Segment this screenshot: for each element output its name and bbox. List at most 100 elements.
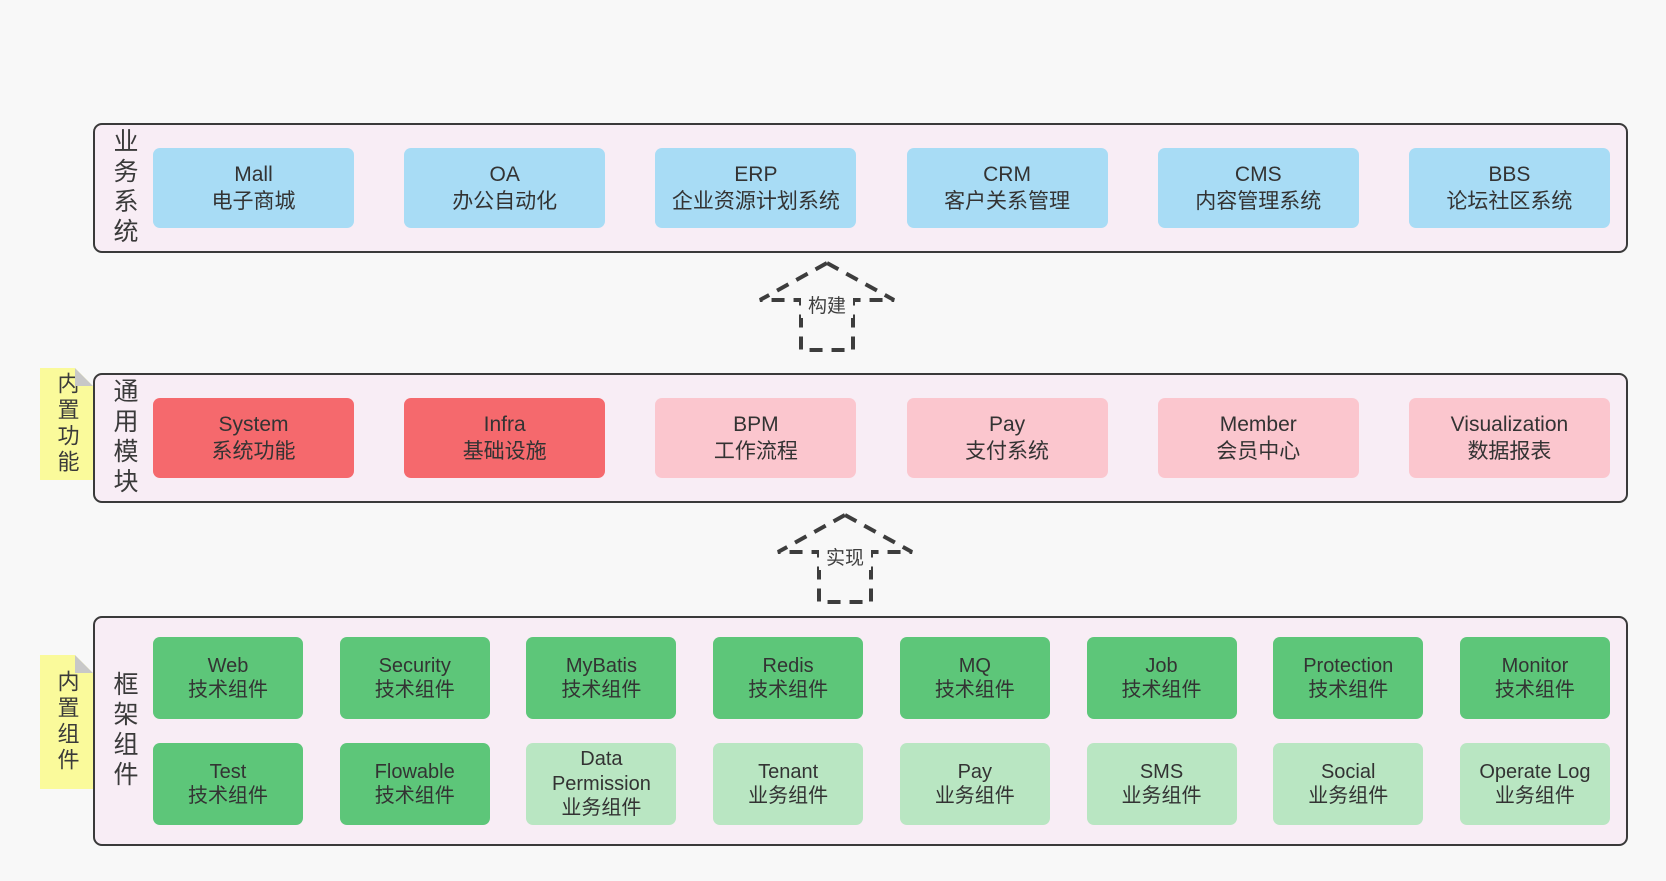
note-fold-icon (75, 368, 93, 386)
note-built-in-features: 内置功能 (40, 368, 93, 480)
layer-framework-components: 框架组件 Web 技术组件 Security 技术组件 MyBatis 技术组件… (93, 616, 1628, 846)
node-protection: Protection 技术组件 (1273, 637, 1424, 719)
node-bpm: BPM 工作流程 (655, 398, 857, 478)
node-desc: 技术组件 (374, 785, 455, 807)
layer-business-systems: 业务系统 Mall 电子商城 OA 办公自动化 ERP 企业资源计划系统 CRM… (93, 123, 1628, 253)
node-mybatis: MyBatis 技术组件 (526, 637, 677, 719)
node-name: BPM (733, 412, 779, 436)
node-infra: Infra 基础设施 (404, 398, 606, 478)
node-monitor: Monitor 技术组件 (1459, 637, 1610, 719)
node-desc: 技术组件 (1494, 679, 1575, 701)
arrow-implement-label: 实现 (826, 547, 864, 569)
node-name: Social (1320, 760, 1376, 783)
node-pay-component: Pay 业务组件 (899, 743, 1050, 825)
node-name: CMS (1234, 162, 1282, 186)
node-name: Flowable (374, 760, 455, 783)
node-name: Data Permission (551, 748, 651, 795)
node-name: Mall (234, 162, 273, 186)
node-bbs: BBS 论坛社区系统 (1408, 148, 1610, 228)
layer-components-label: 框架组件 (110, 671, 138, 791)
node-desc: 技术组件 (188, 785, 268, 807)
node-name: Security (378, 654, 451, 677)
node-name: SMS (1139, 760, 1184, 783)
node-data-permission: Data Permission 业务组件 (526, 743, 677, 825)
node-social: Social 业务组件 (1273, 743, 1424, 825)
node-system: System 系统功能 (153, 398, 354, 478)
node-desc: 支付系统 (965, 440, 1050, 463)
note-built-in-components: 内置组件 (40, 655, 93, 789)
layer-business-boxes: Mall 电子商城 OA 办公自动化 ERP 企业资源计划系统 CRM 客户关系… (153, 125, 1626, 251)
arrow-build: 构建 (759, 260, 895, 352)
arrow-build-label: 构建 (808, 295, 846, 317)
node-desc: 内容管理系统 (1195, 190, 1322, 213)
layer-common-modules: 通用模块 System 系统功能 Infra 基础设施 BPM 工作流程 Pay… (93, 373, 1628, 503)
arrow-implement: 实现 (777, 512, 913, 604)
node-flowable: Flowable 技术组件 (339, 743, 490, 825)
node-name: Protection (1303, 654, 1394, 677)
node-name: ERP (734, 162, 778, 186)
layer-modules-boxes: System 系统功能 Infra 基础设施 BPM 工作流程 Pay 支付系统… (153, 375, 1626, 501)
arrow-label-background (801, 291, 853, 318)
node-name: Tenant (758, 760, 819, 783)
node-name: CRM (983, 162, 1031, 186)
node-desc: 技术组件 (748, 679, 829, 701)
node-desc: 数据报表 (1467, 440, 1552, 463)
node-operate-log: Operate Log 业务组件 (1459, 743, 1610, 825)
node-name: Operate Log (1479, 760, 1591, 783)
node-crm: CRM 客户关系管理 (906, 148, 1108, 228)
node-visualization: Visualization 数据报表 (1408, 398, 1610, 478)
node-desc: 业务组件 (748, 785, 829, 807)
components-row-1: Web 技术组件 Security 技术组件 MyBatis 技术组件 Redi… (153, 637, 1610, 719)
node-desc: 技术组件 (561, 679, 642, 701)
node-desc: 技术组件 (1121, 679, 1202, 701)
layer-modules-label: 通用模块 (110, 378, 138, 498)
node-desc: 业务组件 (561, 797, 642, 820)
node-desc: 基础设施 (462, 440, 547, 463)
node-desc: 技术组件 (1308, 679, 1389, 701)
node-name: Web (207, 654, 249, 677)
node-name: Pay (988, 412, 1026, 436)
node-desc: 论坛社区系统 (1446, 190, 1573, 213)
node-cms: CMS 内容管理系统 (1157, 148, 1359, 228)
node-desc: 客户关系管理 (944, 190, 1071, 213)
node-name: Redis (762, 654, 814, 677)
node-name: MQ (958, 654, 991, 677)
node-desc: 技术组件 (934, 679, 1015, 701)
node-name: BBS (1488, 162, 1531, 186)
node-test: Test 技术组件 (153, 743, 303, 825)
node-name: Job (1145, 654, 1178, 677)
node-desc: 工作流程 (713, 440, 798, 463)
node-mall: Mall 电子商城 (153, 148, 354, 228)
node-redis: Redis 技术组件 (713, 637, 864, 719)
node-desc: 会员中心 (1216, 440, 1301, 463)
node-security: Security 技术组件 (339, 637, 490, 719)
layer-business-label: 业务系统 (110, 128, 138, 248)
node-name: MyBatis (565, 654, 637, 677)
node-desc: 业务组件 (1494, 785, 1575, 807)
node-name: Member (1219, 412, 1297, 436)
node-mq: MQ 技术组件 (899, 637, 1050, 719)
node-name: OA (489, 162, 520, 186)
components-row-2: Test 技术组件 Flowable 技术组件 Data Permission … (153, 743, 1610, 825)
node-desc: 业务组件 (934, 785, 1015, 807)
node-desc: 技术组件 (374, 679, 455, 701)
node-name: Visualization (1450, 412, 1569, 436)
node-desc: 系统功能 (211, 440, 296, 463)
node-tenant: Tenant 业务组件 (713, 743, 864, 825)
layer-components-rows: Web 技术组件 Security 技术组件 MyBatis 技术组件 Redi… (153, 618, 1626, 844)
node-web: Web 技术组件 (153, 637, 303, 719)
arrow-label-background (819, 543, 871, 570)
node-pay-module: Pay 支付系统 (906, 398, 1108, 478)
node-job: Job 技术组件 (1086, 637, 1237, 719)
node-desc: 企业资源计划系统 (671, 190, 840, 213)
node-desc: 业务组件 (1121, 785, 1202, 807)
node-name: Test (209, 760, 247, 783)
node-name: System (218, 412, 289, 436)
node-desc: 技术组件 (188, 679, 268, 701)
node-oa: OA 办公自动化 (404, 148, 606, 228)
node-name: Infra (483, 412, 526, 436)
node-desc: 业务组件 (1308, 785, 1389, 807)
node-member: Member 会员中心 (1157, 398, 1359, 478)
note-built-in-components-label: 内置组件 (54, 670, 80, 774)
